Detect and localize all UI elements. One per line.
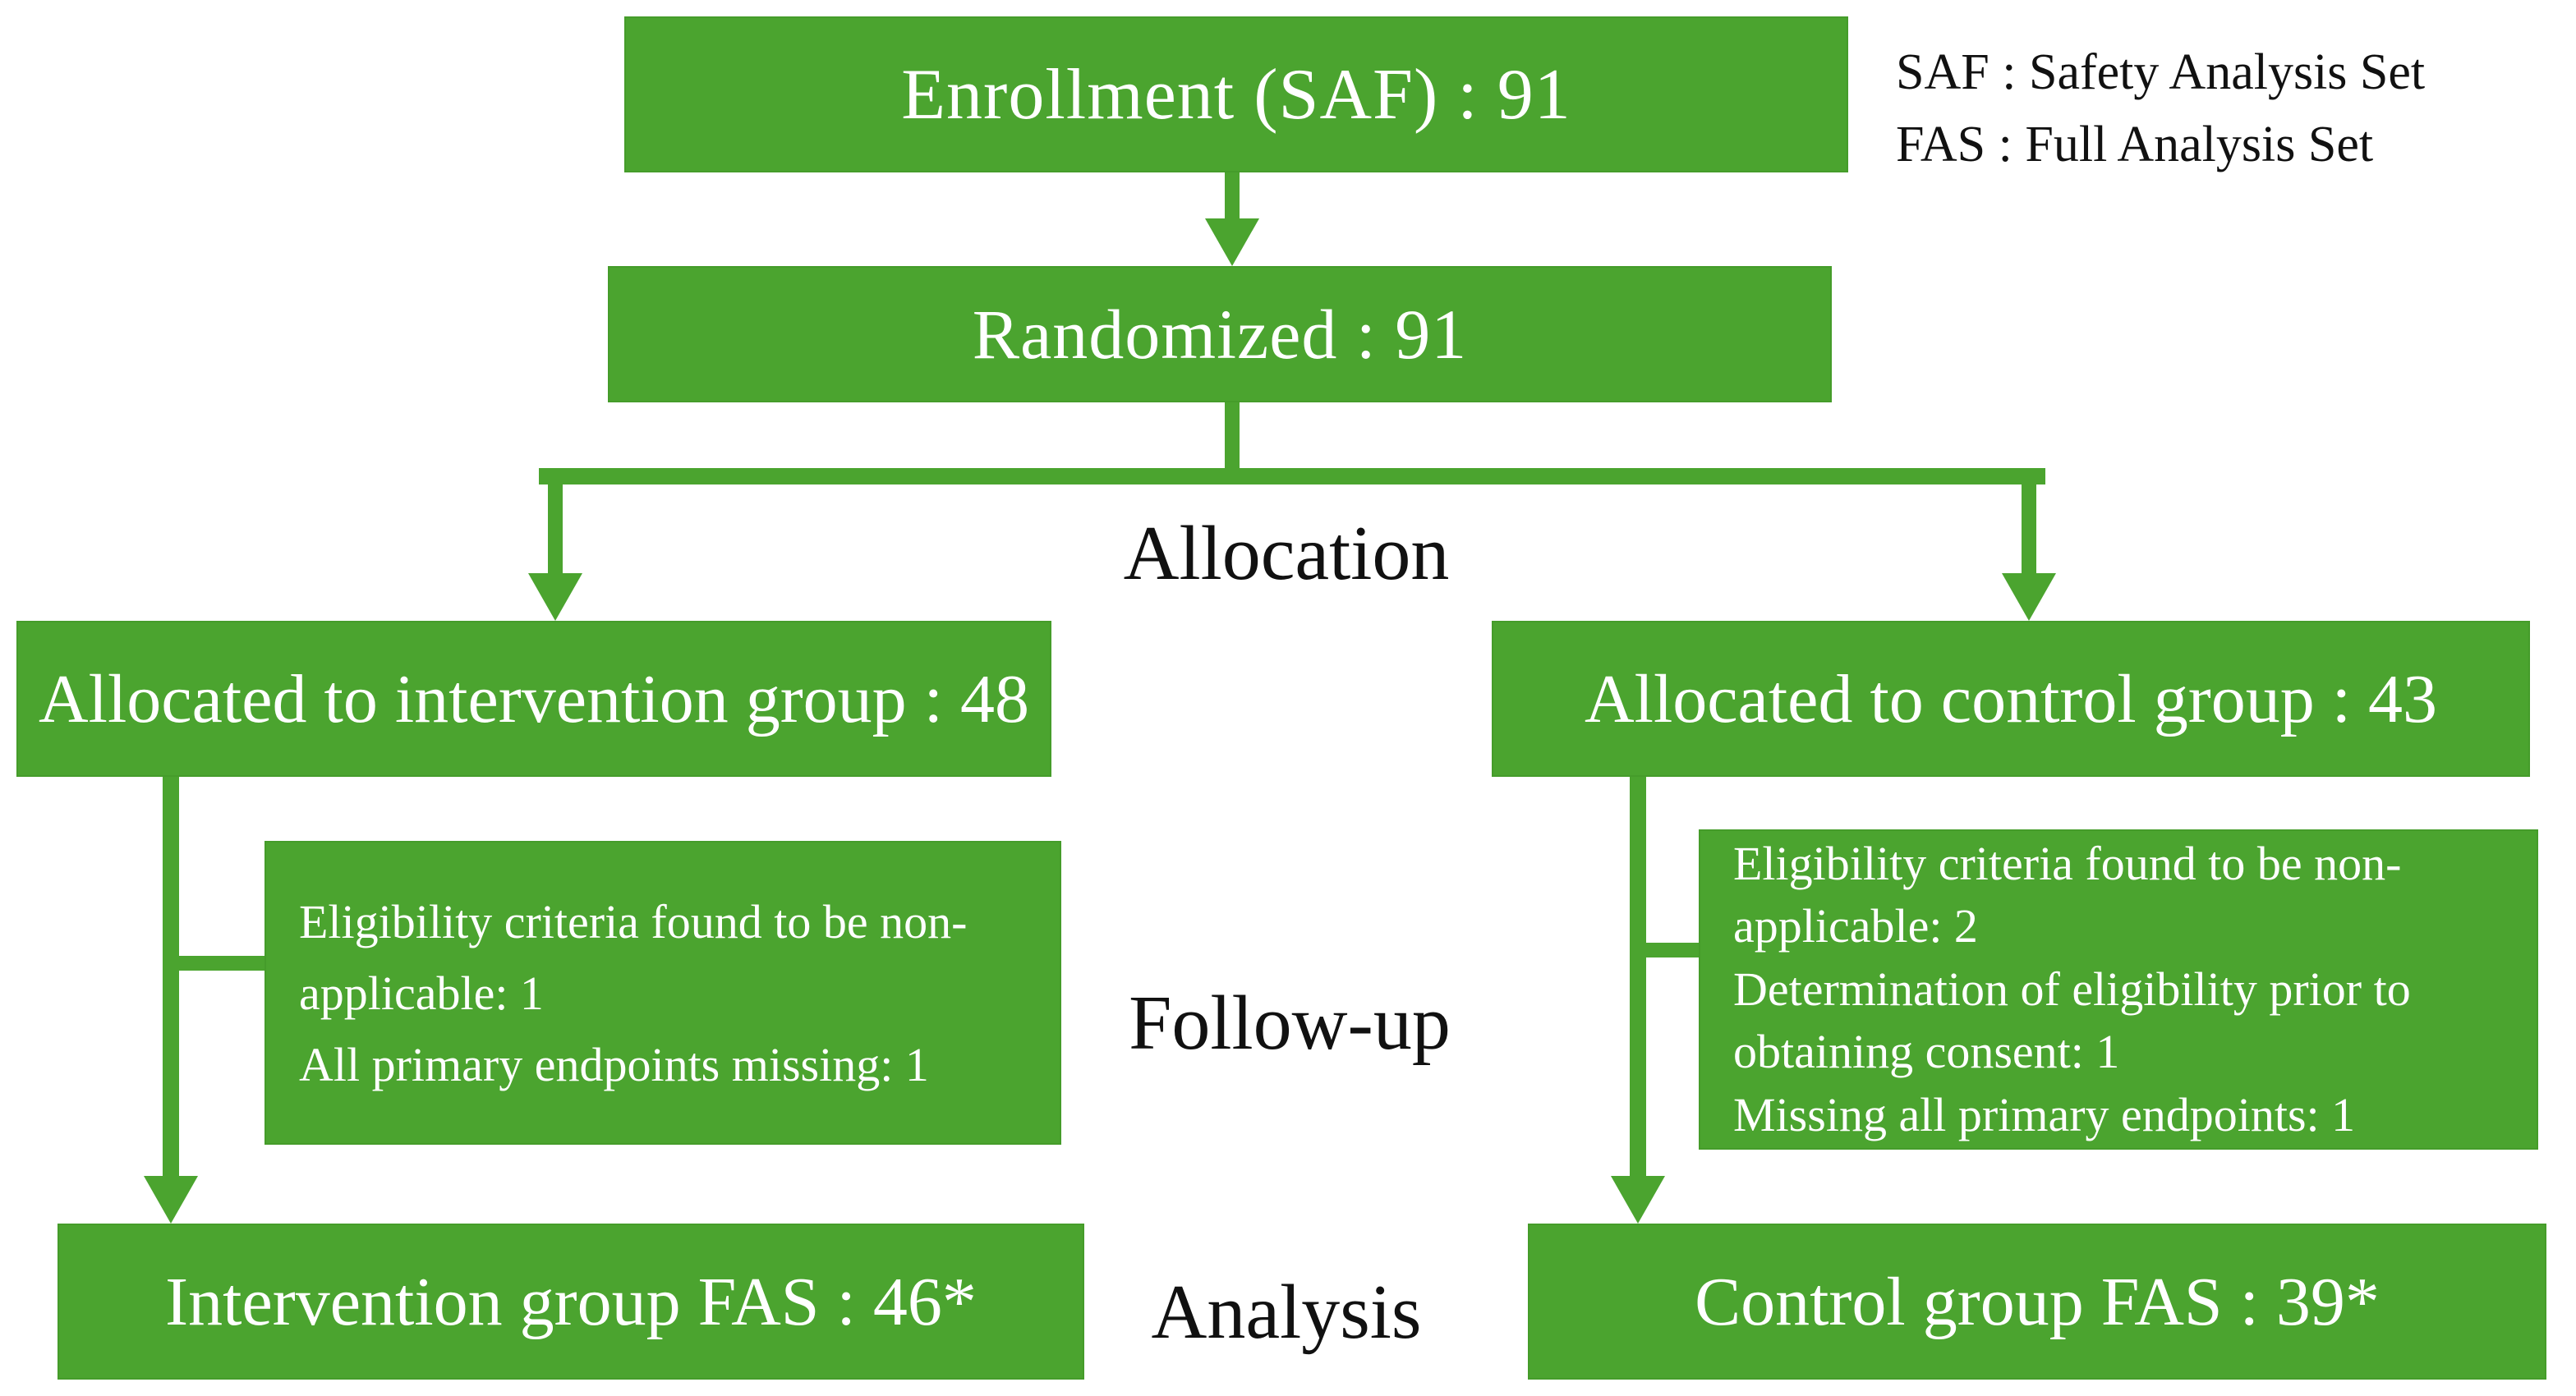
- followup-intervention-box: Eligibility criteria found to be non-app…: [264, 841, 1061, 1145]
- intervention-stub-line: [171, 956, 266, 971]
- allocated-control-box: Allocated to control group : 43: [1492, 621, 2530, 777]
- arrow-to-control-head: [2002, 573, 2056, 621]
- legend-fas: FAS : Full Analysis Set: [1896, 117, 2374, 173]
- arrow-to-intervention-fas-head: [144, 1176, 198, 1224]
- intervention-down-line: [163, 777, 179, 1178]
- enrollment-label: Enrollment (SAF) : 91: [901, 54, 1571, 135]
- randomized-label: Randomized : 91: [972, 295, 1468, 374]
- stage-label-analysis: Analysis: [1151, 1270, 1422, 1355]
- fas-intervention-label: Intervention group FAS : 46*: [165, 1263, 977, 1340]
- arrow-to-intervention-shaft: [548, 483, 563, 576]
- stage-label-allocation: Allocation: [1123, 511, 1450, 596]
- control-stub-line: [1638, 943, 1700, 957]
- legend-saf: SAF : Safety Analysis Set: [1896, 44, 2426, 100]
- fas-control-box: Control group FAS : 39*: [1528, 1224, 2546, 1380]
- fas-control-label: Control group FAS : 39*: [1695, 1263, 2380, 1340]
- arrow-to-control-shaft: [2022, 483, 2036, 576]
- legend: SAF : Safety Analysis Set FAS : Full Ana…: [1896, 36, 2425, 181]
- arrow-to-control-fas-head: [1611, 1176, 1665, 1224]
- arrow-enrollment-to-randomized-shaft: [1225, 172, 1240, 223]
- allocated-control-label: Allocated to control group : 43: [1584, 660, 2438, 737]
- followup-control-box: Eligibility criteria found to be non-app…: [1699, 829, 2538, 1150]
- followup-intervention-item: All primary endpoints missing: 1: [299, 1037, 929, 1091]
- arrow-enrollment-to-randomized-head: [1205, 218, 1259, 266]
- allocated-intervention-label: Allocated to intervention group : 48: [38, 660, 1030, 737]
- branch-stem-line: [1225, 402, 1240, 470]
- control-down-line: [1630, 777, 1646, 1178]
- followup-control-item: Missing all primary endpoints: 1: [1733, 1087, 2356, 1141]
- stage-label-followup: Follow-up: [1129, 980, 1451, 1066]
- followup-intervention-item: Eligibility criteria found to be non-app…: [299, 894, 968, 1020]
- randomized-box: Randomized : 91: [608, 266, 1832, 402]
- arrow-to-intervention-head: [528, 573, 582, 621]
- branch-horizontal-line: [539, 468, 2045, 484]
- enrollment-box: Enrollment (SAF) : 91: [624, 16, 1848, 172]
- allocated-intervention-box: Allocated to intervention group : 48: [16, 621, 1051, 777]
- followup-control-item: Determination of eligibility prior to ob…: [1733, 962, 2411, 1079]
- fas-intervention-box: Intervention group FAS : 46*: [58, 1224, 1084, 1380]
- followup-control-item: Eligibility criteria found to be non-app…: [1733, 836, 2402, 953]
